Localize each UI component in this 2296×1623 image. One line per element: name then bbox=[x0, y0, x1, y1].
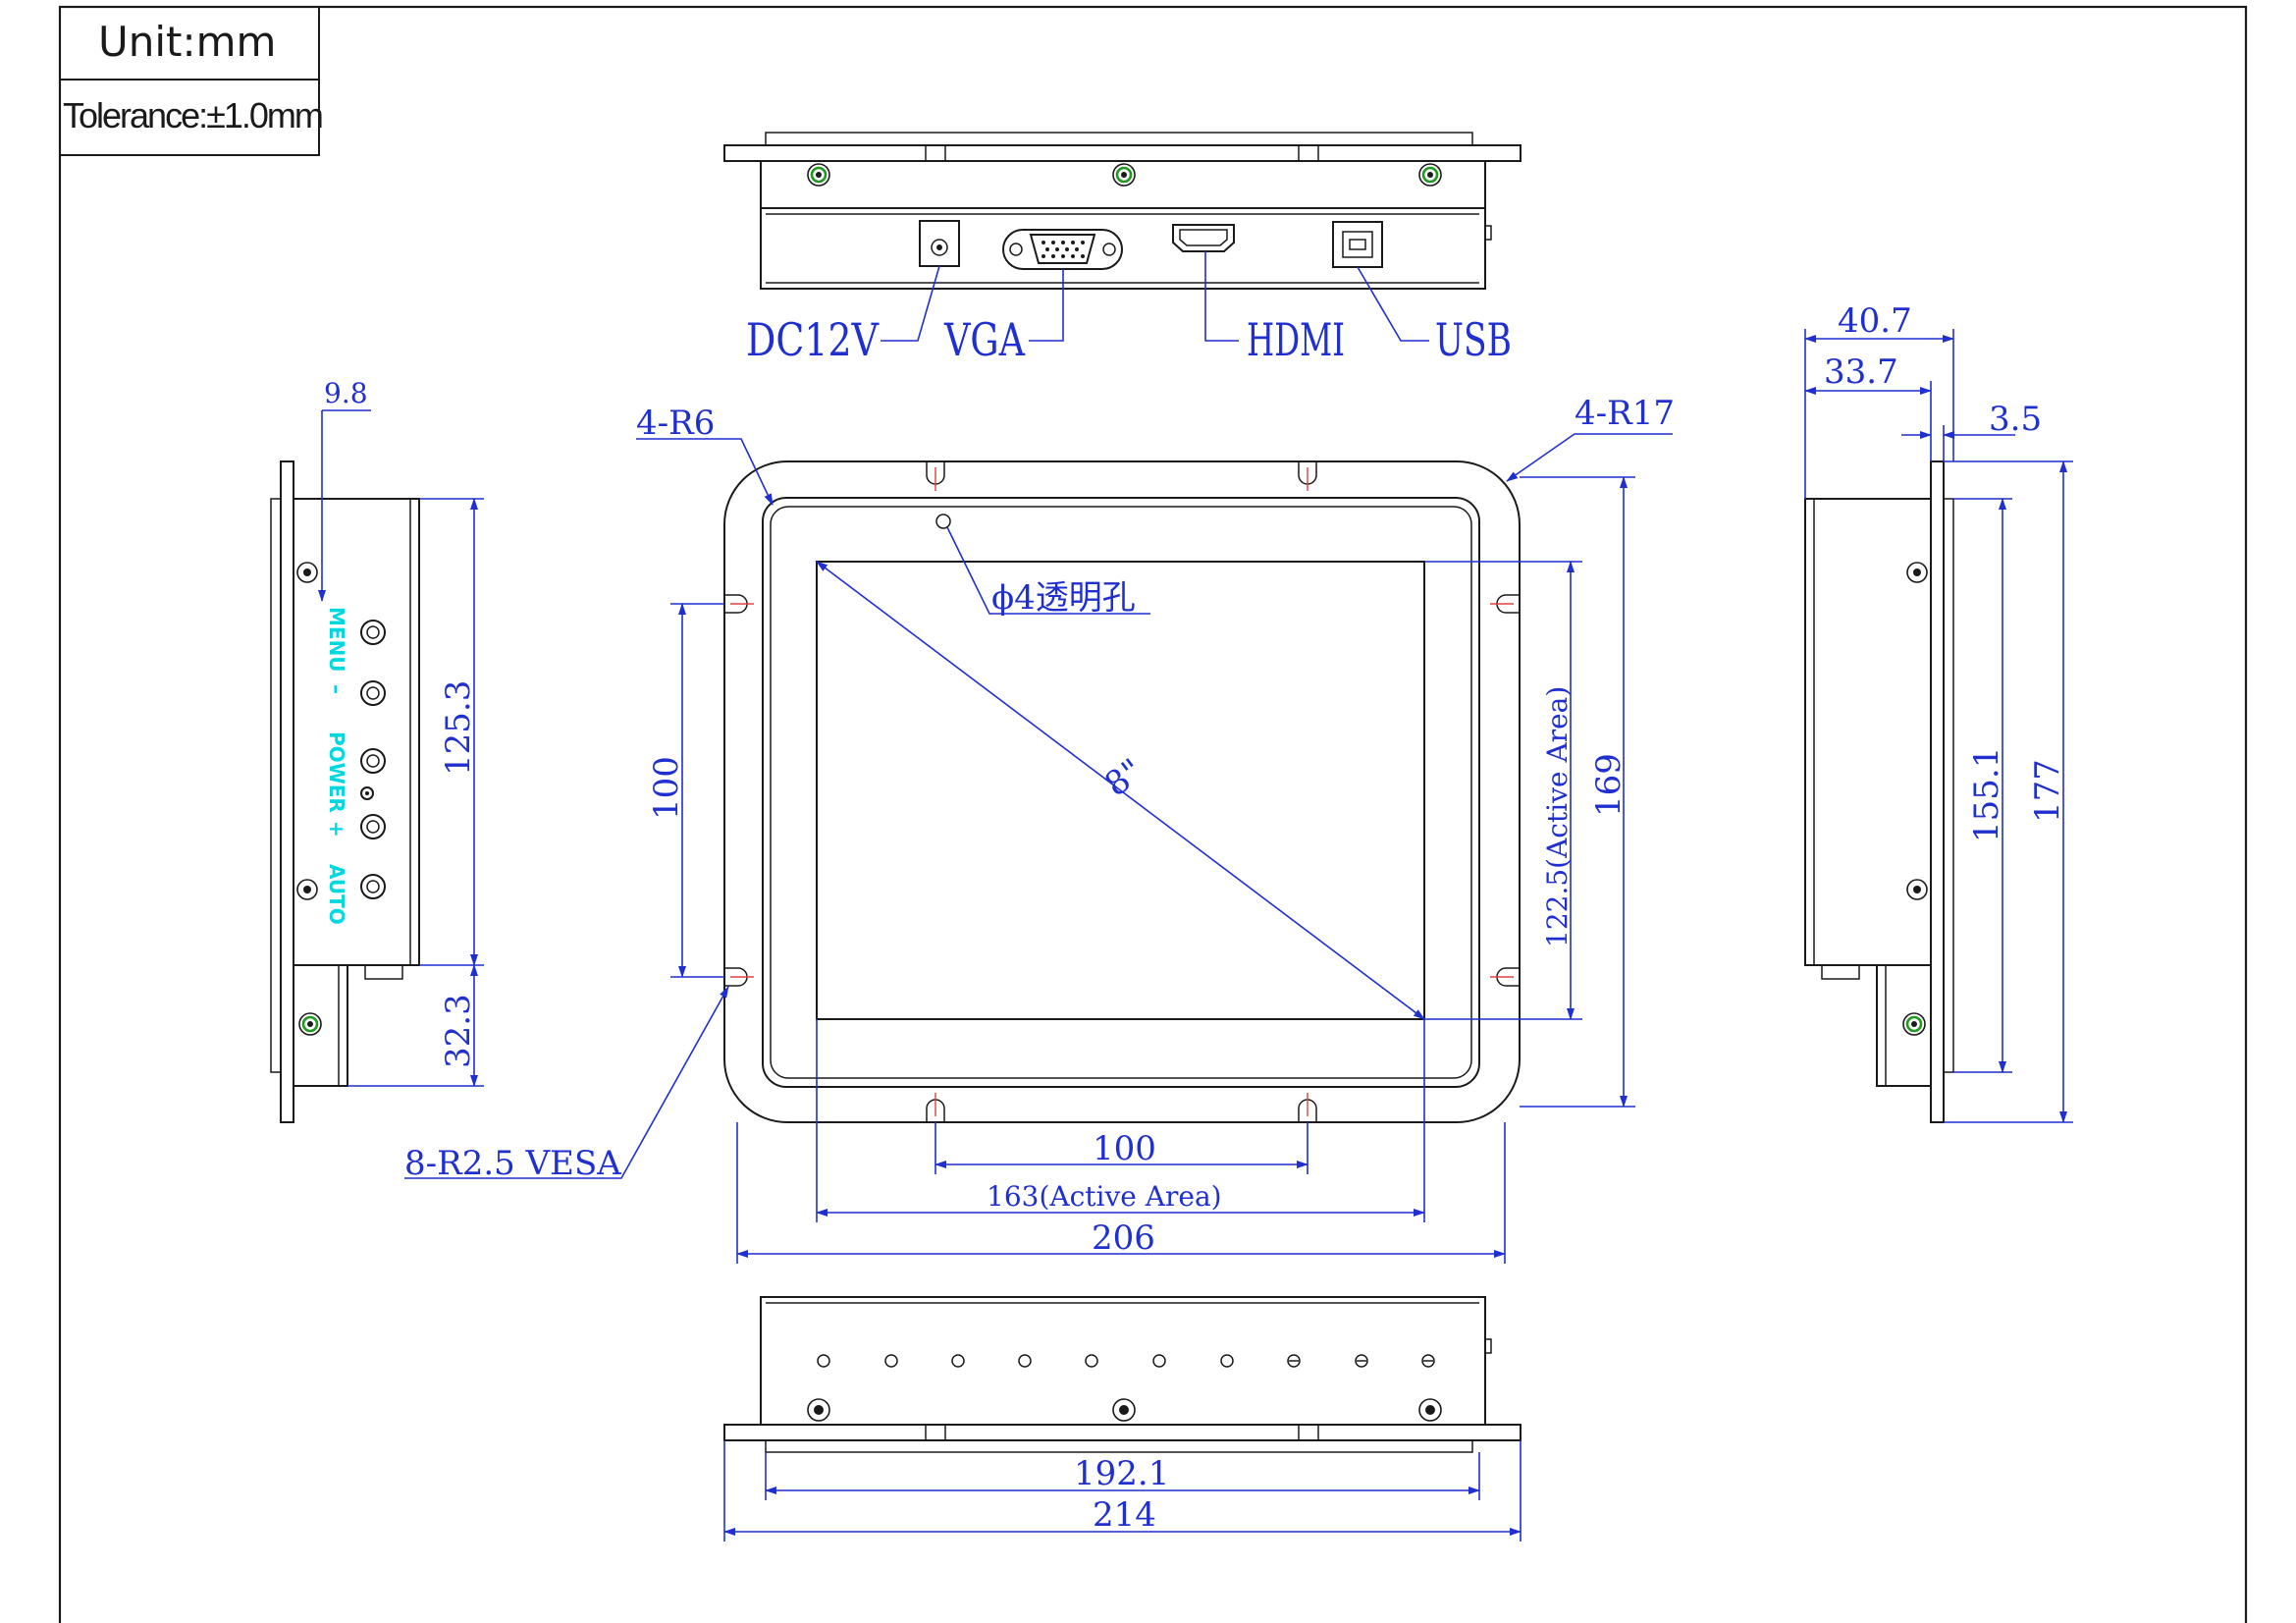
unit-label: Unit:mm bbox=[98, 18, 276, 66]
vga-port-label: VGA bbox=[943, 313, 1025, 366]
title-block: Unit:mm Tolerance:±1.0mm bbox=[59, 6, 324, 156]
usb-port-icon bbox=[1332, 221, 1383, 268]
panel-label-minus: – bbox=[325, 684, 348, 694]
vga-port-icon bbox=[1002, 229, 1123, 270]
vesa-callout-label: 8-R2.5 VESA bbox=[404, 1144, 621, 1183]
front-vesa-vertical-dim: 100 bbox=[647, 756, 686, 820]
panel-label-power: POWER bbox=[325, 731, 348, 813]
screw-icon bbox=[298, 1012, 322, 1036]
diagonal-label: 8" bbox=[1097, 751, 1150, 804]
screw-icon bbox=[1906, 879, 1928, 900]
front-active-height-dim: 122.5(Active Area) bbox=[1541, 686, 1574, 947]
vent-hole-icon bbox=[1220, 1354, 1234, 1368]
vent-hole-icon bbox=[1152, 1354, 1166, 1368]
front-active-width-dim: 163(Active Area) bbox=[987, 1180, 1222, 1213]
screw-icon bbox=[296, 562, 318, 583]
minus-button-icon bbox=[360, 680, 386, 706]
panel-label-menu: MENU bbox=[325, 607, 348, 673]
bottom-body-width-dim: 192.1 bbox=[1074, 1454, 1169, 1493]
right-body-height-dim: 155.1 bbox=[1967, 747, 2006, 842]
hdmi-port-icon bbox=[1172, 224, 1235, 252]
auto-button-icon bbox=[360, 874, 386, 899]
bottom-total-width-dim: 214 bbox=[1093, 1495, 1156, 1535]
plus-button-icon bbox=[360, 814, 386, 839]
right-bezel-dim: 3.5 bbox=[1989, 400, 2042, 439]
hole-callout-label: ϕ4透明孔 bbox=[991, 578, 1136, 618]
vent-hole-icon bbox=[1355, 1354, 1368, 1368]
vent-hole-icon bbox=[817, 1354, 830, 1368]
dc-port-label: DC12V bbox=[746, 313, 880, 366]
left-height-dim: 125.3 bbox=[439, 680, 478, 776]
bottom-view: 192.1 214 bbox=[723, 1296, 1522, 1542]
screw-icon bbox=[807, 163, 830, 187]
left-side-view: MENU – POWER + AUTO 9.8 125.3 32.3 bbox=[270, 377, 484, 1123]
screw-icon bbox=[1906, 562, 1928, 583]
right-depth-body-dim: 33.7 bbox=[1824, 352, 1898, 392]
vent-hole-icon bbox=[884, 1354, 898, 1368]
menu-button-icon bbox=[360, 620, 386, 645]
panel-label-auto: AUTO bbox=[325, 864, 348, 925]
screw-icon bbox=[807, 1398, 830, 1422]
screw-icon bbox=[1112, 163, 1136, 187]
screw-icon bbox=[1902, 1012, 1926, 1036]
left-offset-dim: 9.8 bbox=[324, 377, 368, 409]
front-height-dim: 169 bbox=[1589, 753, 1629, 817]
drawing-border bbox=[58, 5, 2248, 1623]
front-width-dim: 206 bbox=[1092, 1218, 1155, 1258]
transparent-hole-icon bbox=[935, 514, 951, 529]
top-view: DC12V VGA HDMI USB bbox=[723, 132, 1522, 366]
panel-label-plus: + bbox=[325, 821, 348, 838]
power-button-icon bbox=[360, 748, 386, 774]
vent-hole-icon bbox=[1421, 1354, 1435, 1368]
dc-jack-icon bbox=[919, 220, 960, 267]
front-vesa-horizontal-dim: 100 bbox=[1093, 1129, 1156, 1168]
corner-radius-large-label: 4-R17 bbox=[1575, 394, 1675, 433]
screw-icon bbox=[1418, 163, 1442, 187]
left-bottom-dim: 32.3 bbox=[439, 994, 478, 1068]
hdmi-port-label: HDMI bbox=[1247, 313, 1345, 366]
corner-radius-small-label: 4-R6 bbox=[636, 404, 715, 443]
vent-hole-icon bbox=[1085, 1354, 1098, 1368]
vent-hole-icon bbox=[951, 1354, 965, 1368]
tolerance-label: Tolerance:±1.0mm bbox=[63, 95, 322, 135]
screw-icon bbox=[296, 879, 318, 900]
vent-hole-icon bbox=[1287, 1354, 1301, 1368]
screw-icon bbox=[1112, 1398, 1136, 1422]
usb-port-label: USB bbox=[1435, 313, 1512, 366]
right-side-view: 40.7 33.7 3.5 155.1 177 bbox=[1804, 301, 2073, 1123]
front-view: 8" ϕ4透明孔 4-R6 4-R17 8-R2.5 VESA 100 122.… bbox=[404, 394, 1675, 1264]
right-depth-total-dim: 40.7 bbox=[1838, 301, 1912, 341]
vent-hole-icon bbox=[1018, 1354, 1032, 1368]
led-indicator-icon bbox=[360, 786, 374, 800]
right-total-height-dim: 177 bbox=[2028, 759, 2067, 823]
screw-icon bbox=[1418, 1398, 1442, 1422]
